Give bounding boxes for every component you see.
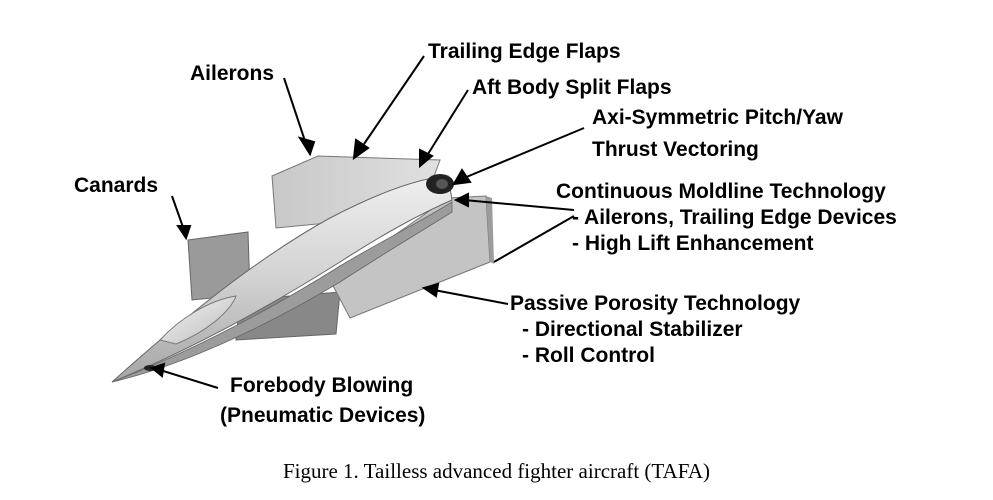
arrowhead-axi-symmetric	[452, 168, 472, 186]
leader-ppt	[433, 289, 509, 305]
label-ppt-item2: - Roll Control	[522, 344, 655, 367]
label-trailing-edge-flaps: Trailing Edge Flaps	[428, 40, 621, 63]
leader-cmt-upper	[463, 199, 575, 211]
leader-axi-symmetric	[463, 127, 585, 179]
label-cmt-item2: - High Lift Enhancement	[572, 232, 814, 255]
label-axi-symmetric: Axi-Symmetric Pitch/Yaw	[592, 106, 843, 129]
label-cmt-title: Continuous Moldline Technology	[556, 180, 886, 203]
label-thrust-vectoring: Thrust Vectoring	[592, 138, 759, 161]
right-wing-edge	[486, 196, 494, 264]
label-ailerons: Ailerons	[190, 62, 275, 85]
label-cmt-item1: - Ailerons, Trailing Edge Devices	[572, 206, 897, 229]
arrowhead-aft-body-split-flaps	[419, 148, 434, 169]
label-aft-body-split-flaps: Aft Body Split Flaps	[472, 76, 672, 99]
arrowhead-ppt	[421, 282, 440, 298]
label-ppt-item1: - Directional Stabilizer	[522, 318, 743, 341]
leader-ailerons	[283, 77, 307, 145]
leader-forebody-blowing	[159, 369, 219, 389]
arrowhead-trailing-edge-flaps	[352, 138, 370, 161]
leader-trailing-edge-flaps	[363, 55, 425, 145]
label-forebody-blowing: Forebody Blowing	[230, 374, 414, 397]
arrowhead-cmt-upper	[453, 192, 469, 208]
leader-lines	[149, 55, 585, 389]
fuselage-lower	[111, 201, 453, 383]
label-canards: Canards	[74, 174, 159, 197]
canopy	[159, 295, 237, 345]
arrowhead-ailerons	[297, 136, 316, 157]
nozzle-inner	[436, 179, 448, 189]
leader-aft-body-split-flaps	[427, 89, 469, 155]
arrowhead-forebody-blowing	[149, 362, 166, 378]
figure-caption: Figure 1. Tailless advanced fighter airc…	[282, 459, 710, 483]
arrowhead-canards	[176, 225, 192, 241]
label-pneumatic-devices: (Pneumatic Devices)	[220, 404, 426, 427]
leader-cmt-lower	[493, 215, 575, 263]
leader-canards	[171, 195, 185, 231]
label-ppt-title: Passive Porosity Technology	[510, 292, 801, 315]
